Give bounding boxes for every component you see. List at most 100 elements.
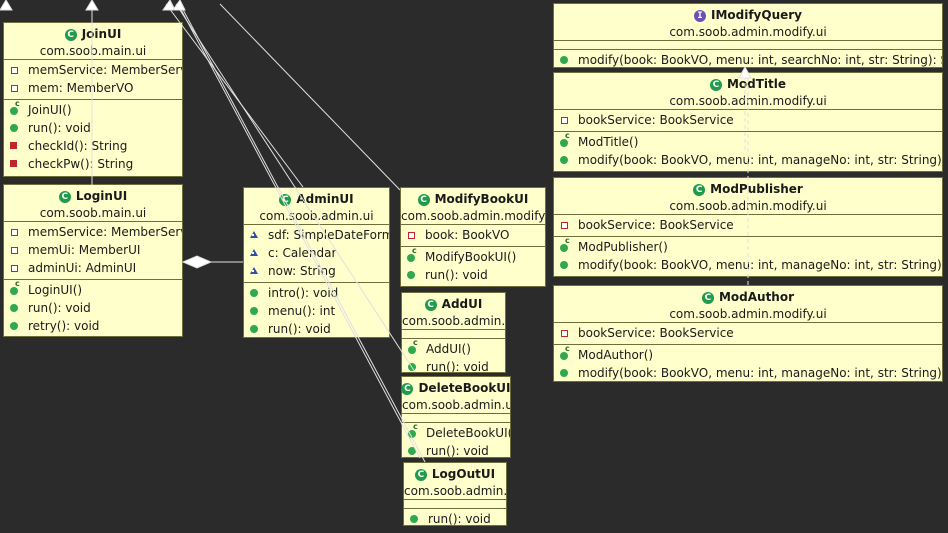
class-box-delete-book-ui[interactable]: CDeleteBookUIcom.soob.admin.uiDeleteBook… bbox=[401, 376, 511, 458]
field-row[interactable]: book: BookVO bbox=[401, 226, 545, 244]
private-field-icon bbox=[9, 83, 19, 93]
constructor-icon bbox=[407, 339, 418, 354]
method-row[interactable]: LoginUI() bbox=[4, 280, 182, 299]
constructor-icon bbox=[559, 237, 570, 252]
class-name: AddUI bbox=[441, 297, 483, 311]
field-row[interactable]: bookService: BookService bbox=[554, 111, 942, 129]
package-field-icon bbox=[249, 248, 259, 258]
method-text: run(): void bbox=[428, 512, 491, 526]
method-row[interactable]: run(): void bbox=[401, 266, 545, 284]
method-row[interactable]: ModTitle() bbox=[554, 132, 942, 151]
private-field-icon bbox=[406, 230, 416, 240]
constructor-icon bbox=[9, 280, 20, 295]
method-row[interactable]: intro(): void bbox=[244, 284, 389, 302]
field-row[interactable]: adminUi: AdminUI bbox=[4, 259, 182, 277]
private-field-icon bbox=[559, 220, 569, 230]
method-row[interactable]: menu(): int bbox=[244, 302, 389, 320]
field-text: adminUi: AdminUI bbox=[28, 261, 137, 275]
field-row[interactable]: bookService: BookService bbox=[554, 324, 942, 342]
methods-section: ModTitle() modify(book: BookVO, menu: int… bbox=[554, 131, 942, 171]
class-name: ModAuthor bbox=[718, 290, 795, 304]
constructor-icon bbox=[559, 132, 570, 147]
method-text: modify(book: BookVO, menu: int, manageNo… bbox=[578, 153, 943, 167]
method-text: modify(book: BookVO, menu: int, searchNo… bbox=[578, 53, 943, 67]
fields-section: memService: MemberService memUi: MemberUI… bbox=[4, 221, 182, 279]
private-method-icon bbox=[9, 159, 19, 169]
method-row[interactable]: DeleteBookUI() bbox=[402, 423, 510, 442]
method-row[interactable]: ModAuthor() bbox=[554, 345, 942, 364]
method-row[interactable]: ModifyBookUI() bbox=[401, 247, 545, 266]
field-row[interactable]: c: Calendar bbox=[244, 244, 389, 262]
method-row[interactable]: run(): void bbox=[402, 358, 505, 372]
method-row[interactable]: AddUI() bbox=[402, 339, 505, 358]
methods-section: intro(): void menu(): int run(): void bbox=[244, 282, 389, 337]
public-method-icon bbox=[9, 123, 19, 133]
method-row[interactable]: modify(book: BookVO, menu: int, manageNo… bbox=[554, 256, 942, 274]
public-method-icon bbox=[409, 514, 419, 524]
class-icon: C bbox=[693, 183, 706, 196]
field-text: memService: MemberService bbox=[28, 225, 182, 239]
method-text: LoginUI() bbox=[28, 283, 83, 297]
field-row[interactable]: mem: MemberVO bbox=[4, 79, 182, 97]
method-row[interactable]: JoinUI() bbox=[4, 100, 182, 119]
method-row[interactable]: modify(book: BookVO, menu: int, manageNo… bbox=[554, 364, 942, 381]
field-row[interactable]: memService: MemberService bbox=[4, 223, 182, 241]
method-row[interactable]: retry(): void bbox=[4, 317, 182, 335]
method-row[interactable]: run(): void bbox=[4, 299, 182, 317]
class-name: ModPublisher bbox=[710, 182, 803, 196]
public-method-icon bbox=[559, 55, 569, 65]
package-field-icon bbox=[249, 266, 259, 276]
method-row[interactable]: modify(book: BookVO, menu: int, searchNo… bbox=[554, 51, 943, 67]
method-row[interactable]: checkId(): String bbox=[4, 137, 182, 155]
method-row[interactable]: run(): void bbox=[404, 510, 506, 526]
private-field-icon bbox=[9, 263, 19, 273]
method-row[interactable]: checkPw(): String bbox=[4, 155, 182, 173]
private-field-icon bbox=[559, 115, 569, 125]
field-row[interactable]: memUi: MemberUI bbox=[4, 241, 182, 259]
method-text: intro(): void bbox=[268, 286, 339, 300]
field-row[interactable]: memService: MemberService bbox=[4, 61, 182, 79]
class-name: LoginUI bbox=[75, 189, 128, 203]
private-field-icon bbox=[559, 328, 569, 338]
field-row[interactable]: now: String bbox=[244, 262, 389, 280]
class-package: com.soob.admin.modify.ui bbox=[669, 307, 827, 321]
field-row[interactable]: bookService: BookService bbox=[554, 216, 942, 234]
method-row[interactable]: run(): void bbox=[4, 119, 182, 137]
public-method-icon bbox=[9, 321, 19, 331]
class-icon: C bbox=[64, 28, 77, 41]
method-row[interactable]: ModPublisher() bbox=[554, 237, 942, 256]
constructor-icon bbox=[407, 423, 418, 438]
method-text: run(): void bbox=[268, 322, 331, 336]
class-icon: C bbox=[58, 190, 71, 203]
method-text: ModPublisher() bbox=[578, 240, 668, 254]
field-row[interactable]: sdf: SimpleDateFormat bbox=[244, 226, 389, 244]
method-text: menu(): int bbox=[268, 304, 336, 318]
method-row[interactable]: run(): void bbox=[244, 320, 389, 337]
interface-icon: I bbox=[693, 9, 706, 22]
method-row[interactable]: modify(book: BookVO, menu: int, manageNo… bbox=[554, 151, 942, 169]
public-method-icon bbox=[249, 288, 259, 298]
field-text: bookService: BookService bbox=[578, 218, 734, 232]
method-row[interactable]: run(): void bbox=[402, 442, 510, 457]
